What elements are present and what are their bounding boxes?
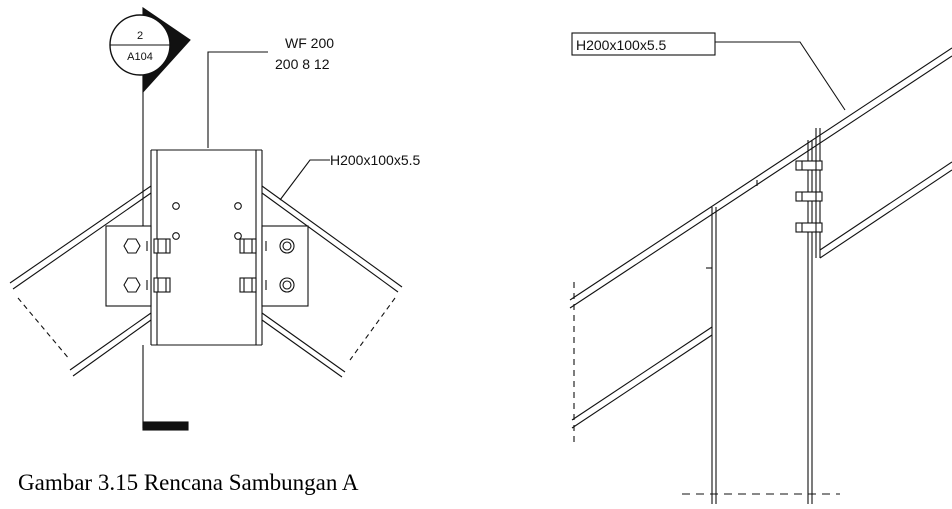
sloped-beam-lower [571, 161, 952, 429]
section-number: 2 [137, 30, 143, 42]
beam-label-right: H200x100x5.5 [576, 37, 667, 53]
bolts [123, 238, 295, 293]
beam-left [9, 185, 152, 377]
beam-leader-right [715, 41, 846, 111]
column-leader [207, 51, 268, 148]
column-dims-label: 200 8 12 [275, 56, 330, 72]
plate-right [261, 225, 309, 307]
posts [706, 128, 821, 504]
section-cut-end [142, 421, 189, 431]
section-marker: 2 A104 [109, 6, 191, 94]
beam-label-left: H200x100x5.5 [330, 152, 421, 168]
section-sheet: A104 [127, 51, 153, 63]
beam-label-box: H200x100x5.5 [571, 32, 716, 56]
figure-caption: Gambar 3.15 Rencana Sambungan A [18, 470, 359, 495]
plate-left [105, 225, 152, 307]
beam-right [261, 185, 403, 378]
beam-leader-left [279, 159, 330, 201]
column-label: WF 200 [285, 35, 334, 51]
splice-bolts [795, 160, 823, 233]
sloped-beam-upper [569, 47, 952, 309]
